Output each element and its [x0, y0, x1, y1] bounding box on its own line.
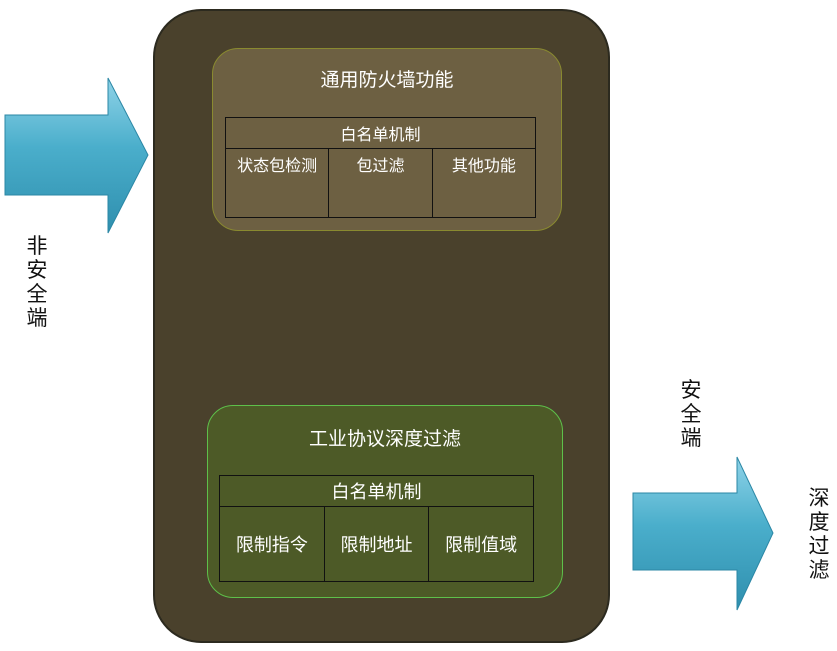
function-limit-command: 限制指令	[219, 506, 325, 582]
general-whitelist-label: 白名单机制	[225, 117, 536, 149]
output-arrow	[632, 456, 774, 611]
industrial-whitelist-label: 白名单机制	[219, 475, 534, 507]
function-limit-value-range: 限制值域	[428, 506, 534, 582]
function-other: 其他功能	[431, 148, 537, 218]
deep-filter-label: 深度过滤	[808, 486, 830, 582]
function-stateful-inspection: 状态包检测	[224, 148, 330, 218]
industrial-filter-table: 白名单机制 限制指令 限制地址 限制值域	[219, 475, 534, 582]
industrial-filter-panel: 工业协议深度过滤 白名单机制 限制指令 限制地址 限制值域	[207, 405, 563, 598]
secure-side-label: 安全端	[680, 378, 702, 450]
industrial-filter-title: 工业协议深度过滤	[308, 428, 461, 450]
general-firewall-table: 白名单机制 状态包检测 包过滤 其他功能	[224, 117, 537, 218]
input-arrow	[4, 77, 149, 234]
insecure-side-label: 非安全端	[26, 234, 48, 330]
function-packet-filter: 包过滤	[328, 148, 433, 218]
general-firewall-panel: 通用防火墙功能 白名单机制 状态包检测 包过滤 其他功能	[212, 48, 562, 231]
function-limit-address: 限制地址	[323, 506, 430, 582]
general-firewall-title: 通用防火墙功能	[320, 69, 454, 91]
